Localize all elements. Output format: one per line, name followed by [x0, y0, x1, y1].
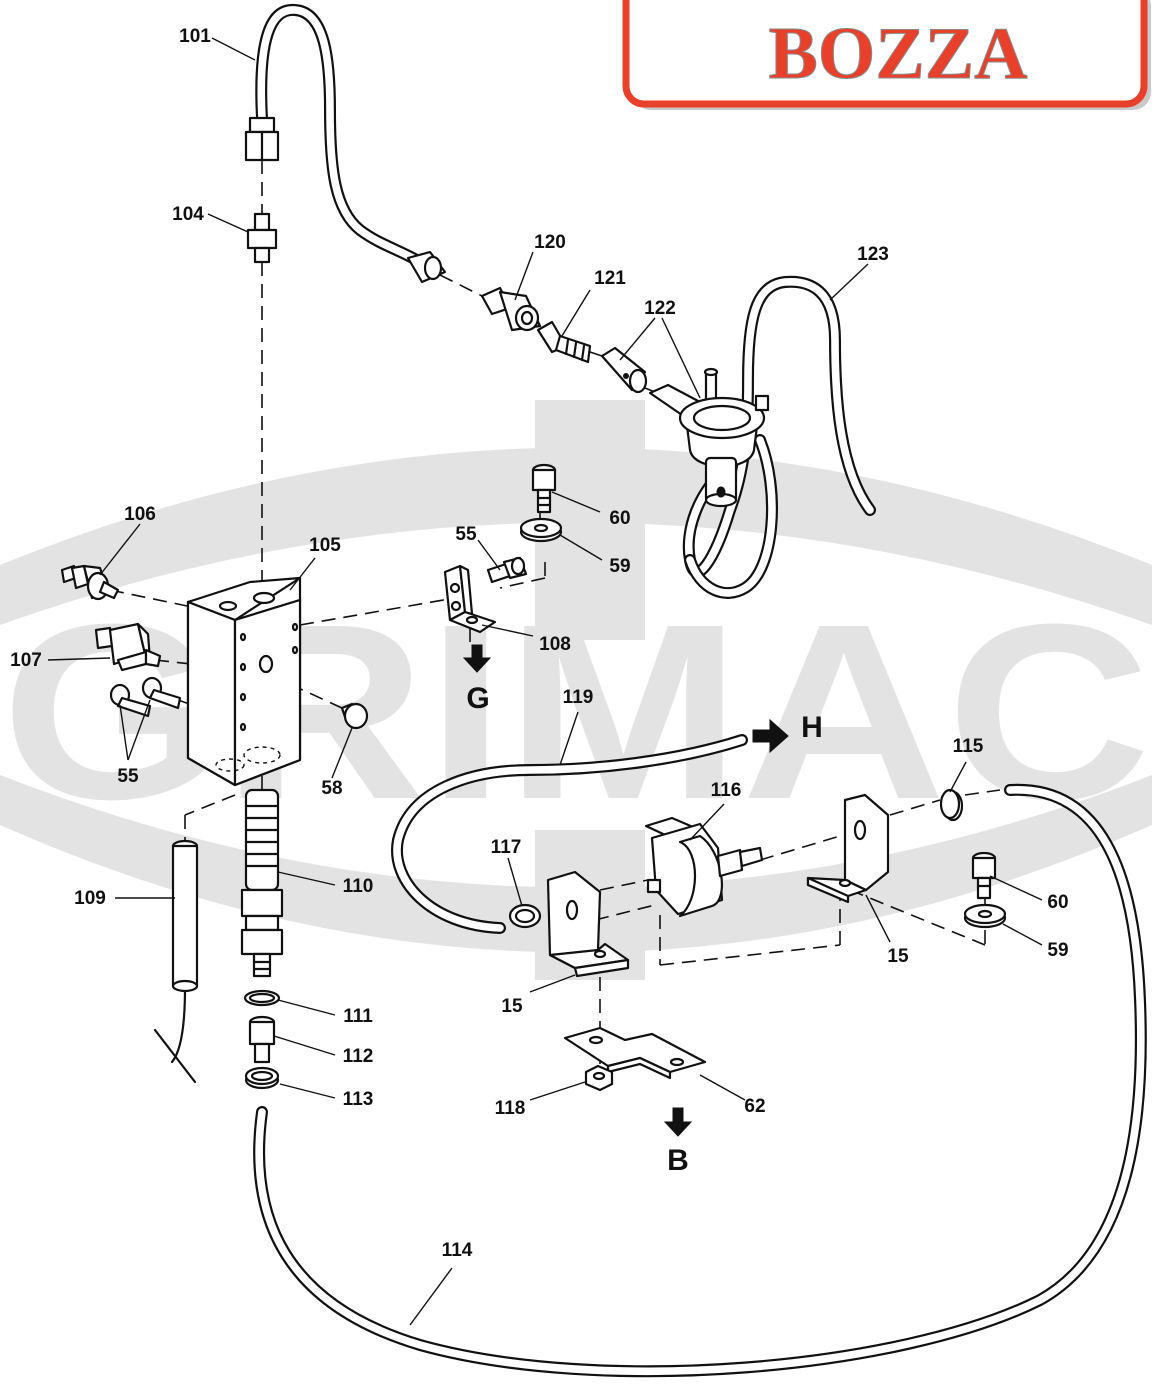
callout-107: 107 [10, 650, 42, 671]
part-117-clamp [508, 903, 542, 929]
part-122-frother [648, 367, 770, 508]
tube-119 [391, 734, 748, 934]
tube-123 [682, 275, 876, 599]
part-104-fitting [246, 212, 278, 264]
callout-122: 122 [644, 298, 676, 319]
arrow-b-label: B [667, 1144, 689, 1177]
callout-101: 101 [179, 26, 211, 47]
stamp-text: BOZZA [768, 13, 1027, 95]
callout-110: 110 [343, 876, 374, 897]
part-107-switch [94, 622, 162, 672]
arrow-h [752, 718, 789, 754]
arrow-g-label: G [466, 682, 489, 715]
bozza-stamp: BOZZA [622, 0, 1151, 110]
part-55-screws-left [109, 676, 182, 718]
part-108-bracket [443, 564, 497, 634]
part-110-spring-fitting [240, 788, 284, 978]
callout-55-top: 55 [455, 524, 477, 545]
part-105-block [186, 576, 302, 787]
callout-112: 112 [343, 1046, 374, 1067]
callout-59-top: 59 [609, 556, 630, 577]
callout-15-left: 15 [501, 996, 523, 1017]
callout-123: 123 [857, 244, 889, 265]
part-55-screw-top [486, 556, 528, 584]
part-122-nozzle [600, 346, 648, 394]
callout-labels: 101 104 120 121 122 123 60 59 55 108 G 1… [10, 26, 1068, 1261]
part-60-screw-top [531, 463, 557, 514]
callout-113: 113 [343, 1089, 374, 1110]
watermark-text: GRIMAC [1, 572, 1151, 851]
callout-60-right: 60 [1047, 892, 1068, 913]
part-121-fitting [536, 320, 592, 364]
tube-114 [253, 783, 1147, 1378]
part-58-plug [340, 702, 369, 730]
callout-58: 58 [321, 778, 342, 799]
callout-115: 115 [953, 736, 984, 757]
part-106-sensor [60, 564, 120, 601]
part-112-fitting [248, 1015, 276, 1064]
part-59-washer-right [963, 903, 1007, 929]
arrow-h-label: H [801, 711, 823, 744]
tube-101 [255, 3, 426, 268]
callout-60-top: 60 [609, 508, 630, 529]
part-15-bracket-left [546, 870, 630, 978]
arrow-b [663, 1107, 693, 1137]
part-111-oring [243, 989, 281, 1007]
part-116-pump [644, 816, 764, 918]
part-60-screw-right [971, 851, 997, 900]
part-113-clamp [244, 1066, 280, 1090]
part-118-nut [584, 1064, 614, 1092]
callout-106: 106 [124, 504, 156, 525]
part-120-adapter [480, 286, 542, 332]
sensor-cable-109 [153, 986, 197, 1084]
part-59-washer-top [519, 517, 563, 543]
callout-119: 119 [563, 687, 594, 708]
callout-120: 120 [534, 232, 566, 253]
callout-105: 105 [309, 535, 341, 556]
part-15-bracket-right [806, 793, 890, 904]
callout-108: 108 [539, 634, 571, 655]
callout-55-left: 55 [117, 766, 139, 787]
callout-104: 104 [172, 204, 204, 225]
arrow-g [462, 644, 492, 673]
part-62-plate [563, 1026, 707, 1080]
callout-111: 111 [343, 1006, 373, 1027]
callout-114: 114 [442, 1240, 473, 1261]
callout-15-right: 15 [887, 946, 909, 967]
callout-117: 117 [491, 837, 522, 858]
part-120-nut [406, 250, 447, 284]
callout-62: 62 [744, 1096, 765, 1117]
part-109-probe [171, 839, 199, 993]
callout-121: 121 [594, 268, 626, 289]
leader-lines [47, 37, 1043, 1326]
part-101-nut [244, 116, 280, 162]
callout-118: 118 [495, 1098, 526, 1119]
callout-116: 116 [711, 780, 742, 801]
part-115-clamp [939, 788, 964, 822]
callout-109: 109 [74, 888, 106, 909]
callout-59-right: 59 [1047, 940, 1068, 961]
